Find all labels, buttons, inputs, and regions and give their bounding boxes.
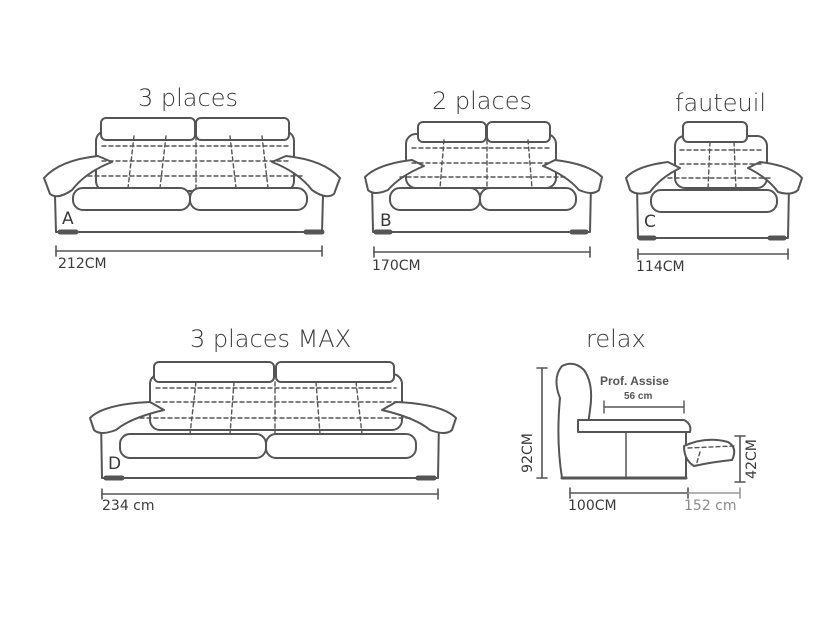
seat-depth-label: Prof. Assise bbox=[600, 374, 669, 388]
width-max: 234 cm bbox=[102, 498, 155, 514]
letter-a: A bbox=[62, 209, 74, 229]
width-armchair: 114CM bbox=[636, 259, 685, 275]
title-two-seater: 2 places bbox=[432, 87, 532, 115]
relax-extended-width: 152 cm bbox=[684, 498, 737, 514]
title-three-seater: 3 places bbox=[138, 84, 238, 112]
letter-c: C bbox=[644, 212, 656, 232]
relax-side-drawing bbox=[555, 362, 736, 480]
title-relax: relax bbox=[586, 325, 646, 353]
armchair-drawing bbox=[625, 121, 803, 241]
width-two-seater: 170CM bbox=[372, 258, 421, 274]
title-armchair: fauteuil bbox=[675, 89, 767, 117]
seat-depth-value: 56 cm bbox=[624, 391, 653, 402]
sofa-three-seater-drawing bbox=[43, 117, 341, 235]
width-three-seater: 212CM bbox=[58, 256, 107, 272]
relax-seat-height: 42CM bbox=[744, 439, 760, 479]
title-max: 3 places MAX bbox=[190, 325, 352, 353]
letter-b: B bbox=[380, 211, 392, 231]
letter-d: D bbox=[108, 454, 122, 474]
sofa-max-drawing bbox=[89, 361, 457, 481]
relax-height: 92CM bbox=[520, 433, 536, 473]
relax-width: 100CM bbox=[568, 498, 617, 514]
